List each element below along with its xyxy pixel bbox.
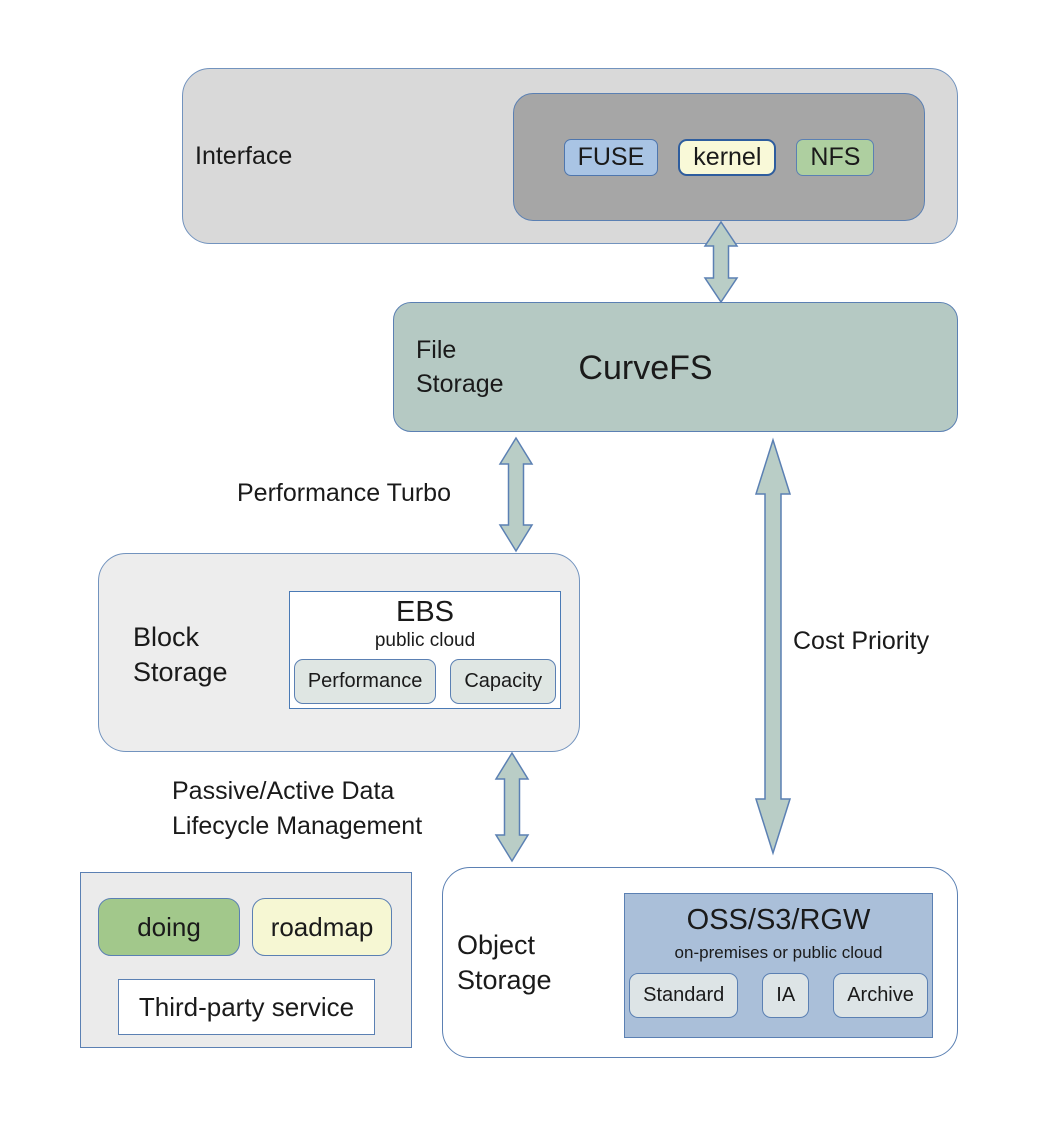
- curvefs-block-arrow: [498, 436, 534, 553]
- lifecycle-label: Passive/Active Data Lifecycle Management: [172, 774, 422, 844]
- block-storage-box: Block Storage EBS public cloud Performan…: [98, 553, 580, 752]
- ebs-subtitle: public cloud: [374, 630, 476, 651]
- oss-subtitle: on-premises or public cloud: [674, 943, 883, 962]
- interface-box: Interface FUSE kernel NFS: [182, 68, 958, 244]
- oss-box: OSS/S3/RGW on-premises or public cloud S…: [624, 893, 933, 1038]
- ebs-title: EBS: [395, 596, 455, 628]
- legend-doing-chip: doing: [98, 898, 240, 956]
- interface-clients-group: FUSE kernel NFS: [513, 93, 925, 221]
- file-storage-label-line1: File: [416, 336, 457, 364]
- file-storage-box: File Storage CurveFS: [393, 302, 958, 432]
- object-storage-box: Object Storage OSS/S3/RGW on-premises or…: [442, 867, 958, 1058]
- curvefs-object-arrow: [754, 437, 792, 856]
- lifecycle-label-line1: Passive/Active Data: [172, 777, 395, 805]
- interface-label: Interface: [195, 141, 293, 170]
- file-storage-label: File Storage: [416, 333, 504, 401]
- ebs-box: EBS public cloud Performance Capacity: [289, 591, 561, 709]
- ebs-tier-capacity: Capacity: [450, 659, 557, 704]
- block-storage-label: Block Storage: [133, 620, 228, 690]
- performance-turbo-label: Performance Turbo: [237, 479, 451, 507]
- kernel-chip: kernel: [678, 138, 777, 176]
- legend-third-party-box: Third-party service: [118, 979, 375, 1035]
- fuse-chip: FUSE: [563, 138, 659, 176]
- block-storage-label-line2: Storage: [133, 657, 228, 687]
- block-storage-label-line1: Block: [133, 622, 200, 652]
- ebs-tier-performance: Performance: [293, 659, 437, 704]
- ebs-tier-row: Performance Capacity: [290, 659, 560, 704]
- nfs-chip: NFS: [796, 138, 875, 176]
- block-object-arrow: [494, 751, 530, 863]
- legend-box: doing roadmap Third-party service: [80, 872, 412, 1048]
- oss-tier-ia: IA: [762, 973, 810, 1018]
- oss-tier-archive: Archive: [833, 973, 928, 1018]
- cost-priority-label: Cost Priority: [793, 627, 930, 655]
- legend-roadmap-chip: roadmap: [252, 898, 392, 956]
- object-storage-label-line1: Object: [457, 930, 536, 960]
- oss-tier-standard: Standard: [629, 973, 739, 1018]
- object-storage-label: Object Storage: [457, 928, 552, 998]
- object-storage-label-line2: Storage: [457, 965, 552, 995]
- oss-title: OSS/S3/RGW: [686, 904, 871, 936]
- curvefs-title: CurveFS: [578, 349, 713, 387]
- lifecycle-label-line2: Lifecycle Management: [172, 812, 423, 840]
- file-storage-label-line2: Storage: [416, 370, 504, 398]
- oss-tier-row: Standard IA Archive: [625, 973, 932, 1018]
